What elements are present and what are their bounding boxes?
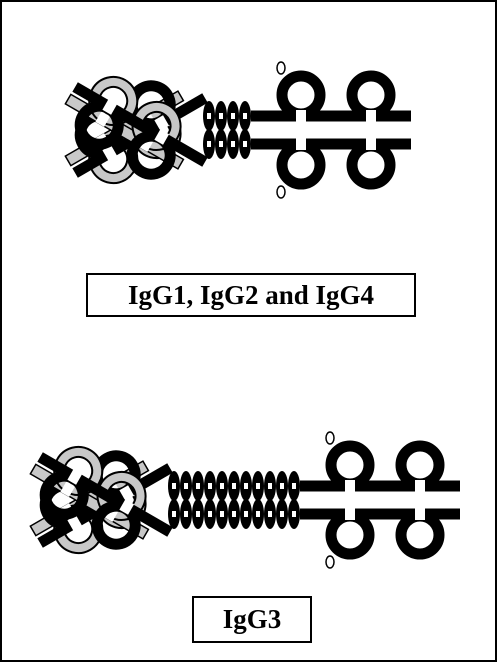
top-lower-fab-arm [64,75,208,180]
bottom-hinge-lower-disulfide-11 [292,511,296,517]
top-hinge-lower-disulfide-2 [219,141,223,147]
top-heavy-chain-fab-2-loop-gap-2 [154,129,170,145]
top-fc-upper [251,70,411,122]
top-fc-upper-chain [251,70,411,122]
bottom-heavy-chain-fab-1-loop-gap-2 [119,485,135,501]
top-hinge-lower-disulfide-1 [207,141,211,147]
top-hinge-upper-disulfide-4 [243,113,247,119]
bottom-fc-upper [300,440,460,492]
bottom-heavy-chain-fab-2-loop-gap-1 [67,469,83,485]
bottom-hinge-lower-disulfide-1 [172,511,176,517]
top-hinge-upper-disulfide-2 [219,113,223,119]
top-light-chain-2-domains [64,75,185,170]
bottom-fc-lower-chain-bar [300,508,460,520]
top-heavy-chain-fab-1-loop-gap-1 [102,145,118,161]
bottom-hinge-lower-disulfide-2 [184,511,188,517]
bottom-hinge-upper-disulfide-11 [292,483,296,489]
top-fc-lower-chain-loop-gap-1 [296,138,306,150]
bottom-hinge-lower-disulfide-9 [268,511,272,517]
top-fc-lower-chain-loop-2 [346,140,396,190]
bottom-hinge-upper-disulfide-6 [232,483,236,489]
top-hinge-lower [203,129,251,159]
carbohydrate-oval-icon [276,185,286,199]
top-fc-upper-chain-loop-1 [276,70,326,120]
bottom-lower-fab-arm [29,445,173,550]
bottom-heavy-chain-fab-1-loop-gap-1 [67,515,83,531]
bottom-light-chain-2-domains [29,445,150,540]
bottom-hinge-lower-disulfide-6 [232,511,236,517]
bottom-fc-lower [300,508,460,560]
bottom-light-chain-2 [29,445,150,540]
carbohydrate-oval-icon [325,555,335,569]
top-light-chain-2-domains-loop-gap-1 [95,111,111,127]
top-fc-lower [251,138,411,190]
top-fc-upper-chain-loop-2 [346,70,396,120]
bottom-hinge-lower-disulfide-4 [208,511,212,517]
bottom-fc-upper-chain-loop-1 [325,440,375,490]
bottom-hinge-upper-disulfide-7 [244,483,248,489]
top-fc-upper-chain-loop-gap-1 [296,110,306,122]
top-heavy-chain-fab-2-loop-gap-1 [102,99,118,115]
bottom-hinge-lower-disulfide-3 [196,511,200,517]
bottom-hinge-upper-disulfide-4 [208,483,212,489]
bottom-hinge-upper-disulfide-3 [196,483,200,489]
top-hinge-lower-disulfide-3 [231,141,235,147]
bottom-hinge-upper-disulfide-10 [280,483,284,489]
bottom-fc-lower-chain [300,508,460,560]
bottom-fc-lower-chain-loop-gap-2 [415,508,425,520]
bottom-hinge-lower-disulfide-7 [244,511,248,517]
top-fc-lower-chain [251,138,411,190]
bottom-hinge-upper-disulfide-8 [256,483,260,489]
igg1-igg2-igg4-antibody [64,61,411,199]
bottom-fc-lower-chain-loop-1 [325,510,375,560]
top-hinge-lower-disulfide-4 [243,141,247,147]
bottom-hinge-upper [168,471,300,501]
bottom-fc-upper-chain-loop-gap-2 [415,480,425,492]
bottom-heavy-chain-fab-2 [37,452,173,550]
igg3-label: IgG3 [192,596,312,643]
bottom-hinge-lower [168,499,300,529]
bottom-fc-lower-chain-loop-gap-1 [345,508,355,520]
bottom-fc-lower-chain-loop-2 [395,510,445,560]
top-hinge-upper [203,101,251,131]
bottom-fc-upper-chain-loop-gap-1 [345,480,355,492]
bottom-fc-upper-chain [300,440,460,492]
bottom-hinge-lower-disulfide-8 [256,511,260,517]
top-light-chain-2 [64,75,185,170]
igg3-antibody [29,431,460,569]
top-hinge-upper-disulfide-1 [207,113,211,119]
bottom-fc-upper-chain-loop-2 [395,440,445,490]
carbohydrate-oval-icon [276,61,286,75]
top-hinge-upper-disulfide-3 [231,113,235,119]
top-heavy-chain-fab-1-loop-gap-2 [154,115,170,131]
top-fc-upper-chain-bar [251,110,411,122]
bottom-hinge-upper-disulfide-1 [172,483,176,489]
top-fc-lower-chain-loop-1 [276,140,326,190]
bottom-hinge-upper-disulfide-9 [268,483,272,489]
top-fc-upper-chain-loop-gap-2 [366,110,376,122]
bottom-heavy-chain-fab-2-loop-gap-2 [119,499,135,515]
igg1-igg2-igg4-label: IgG1, IgG2 and IgG4 [86,273,416,317]
top-heavy-chain-fab-2 [72,82,208,180]
bottom-hinge-upper-disulfide-5 [220,483,224,489]
carbohydrate-oval-icon [325,431,335,445]
top-fc-lower-chain-loop-gap-2 [366,138,376,150]
bottom-hinge-lower-disulfide-5 [220,511,224,517]
top-fc-lower-chain-bar [251,138,411,150]
bottom-hinge-lower-disulfide-10 [280,511,284,517]
bottom-light-chain-2-domains-loop-gap-1 [60,481,76,497]
bottom-fc-upper-chain-bar [300,480,460,492]
bottom-hinge-upper-disulfide-2 [184,483,188,489]
